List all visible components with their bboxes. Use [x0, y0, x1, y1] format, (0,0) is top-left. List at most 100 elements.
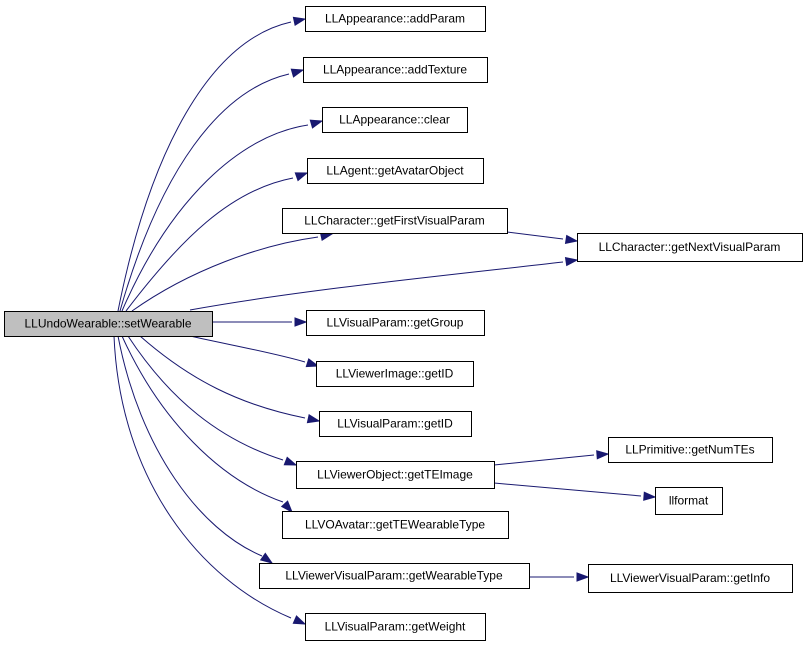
edge-line	[125, 177, 294, 312]
edge-arrowhead	[290, 68, 305, 78]
edge-line	[117, 335, 263, 557]
edge-setwearable-to-gettempimage	[127, 335, 298, 466]
node-getwearabletype[interactable]: LLViewerVisualParam::getWearableType	[259, 563, 530, 589]
node-label: LLVOAvatar::getTEWearableType	[305, 518, 485, 532]
nodes-layer: LLUndoWearable::setWearable LLAppearance:…	[4, 6, 803, 641]
node-getavatarobject[interactable]: LLAgent::getAvatarObject	[307, 158, 484, 184]
node-box	[655, 487, 723, 515]
node-box	[296, 461, 495, 489]
node-gettempimage[interactable]: LLViewerObject::getTEImage	[296, 461, 495, 489]
node-label: LLVisualParam::getWeight	[325, 620, 466, 634]
edge-line	[493, 454, 595, 466]
edge-setwearable-to-getgroup	[212, 317, 308, 327]
node-box	[319, 411, 472, 437]
edge-line	[121, 335, 284, 503]
node-label: LLUndoWearable::setWearable	[25, 317, 192, 331]
node-box	[4, 311, 213, 337]
node-getgroup[interactable]: LLVisualParam::getGroup	[306, 310, 485, 336]
edge-setwearable-to-getnextvisualparam	[189, 256, 579, 311]
edge-line	[119, 73, 290, 312]
node-box	[305, 613, 486, 641]
node-viewerimage-getid[interactable]: LLViewerImage::getID	[316, 361, 474, 387]
node-box	[305, 6, 486, 32]
node-label: LLAppearance::clear	[339, 113, 450, 127]
edge-line	[189, 261, 564, 311]
edge-setwearable-to-viewerimage-getid	[189, 335, 320, 368]
node-box	[577, 233, 803, 262]
node-visualparam-getid[interactable]: LLVisualParam::getID	[319, 411, 472, 437]
edge-gettempimage-to-llformat	[493, 482, 657, 501]
node-box	[259, 563, 530, 589]
edge-setwearable-to-clear	[121, 119, 324, 312]
node-box	[588, 564, 793, 593]
node-box	[316, 361, 474, 387]
edge-setwearable-to-addtexture	[119, 68, 305, 312]
node-addparam[interactable]: LLAppearance::addParam	[305, 6, 486, 32]
edge-getwearabletype-to-getinfo	[529, 572, 590, 582]
edge-line	[493, 482, 642, 497]
edge-line	[113, 335, 292, 619]
node-getweight[interactable]: LLVisualParam::getWeight	[305, 613, 486, 641]
node-box	[282, 208, 508, 234]
edge-arrowhead	[576, 572, 590, 582]
edge-arrowhead	[294, 172, 309, 182]
edge-setwearable-to-getweight	[113, 335, 307, 625]
node-box	[307, 158, 484, 184]
edge-line	[131, 236, 319, 312]
node-label: llformat	[669, 494, 709, 508]
edge-arrowhead	[306, 413, 321, 424]
node-getfirstvisualparam[interactable]: LLCharacter::getFirstVisualParam	[282, 208, 508, 234]
edge-arrowhead	[564, 234, 579, 245]
node-llformat[interactable]: llformat	[655, 487, 723, 515]
node-label: LLVisualParam::getGroup	[327, 316, 464, 330]
edge-arrowhead	[596, 450, 610, 460]
node-clear[interactable]: LLAppearance::clear	[322, 107, 468, 133]
node-label: LLViewerImage::getID	[336, 367, 454, 381]
node-label: LLAgent::getAvatarObject	[326, 164, 464, 178]
node-box	[306, 310, 485, 336]
edge-line	[139, 335, 306, 419]
edge-arrowhead	[309, 119, 324, 129]
node-label: LLAppearance::addParam	[325, 12, 465, 26]
node-gettewearabletype[interactable]: LLVOAvatar::getTEWearableType	[282, 511, 509, 539]
edge-arrowhead	[294, 317, 308, 327]
edge-setwearable-to-visualparam-getid	[139, 335, 321, 424]
node-label: LLViewerVisualParam::getInfo	[610, 571, 770, 585]
node-box	[282, 511, 509, 539]
node-label: LLViewerObject::getTEImage	[317, 468, 473, 482]
node-box	[322, 107, 468, 133]
edge-arrowhead	[305, 358, 320, 368]
edge-setwearable-to-getfirstvisualparam	[131, 231, 334, 312]
node-label: LLCharacter::getFirstVisualParam	[304, 214, 485, 228]
edge-arrowhead	[292, 16, 307, 27]
edge-getfirstvisualparam-to-getnextvisualparam	[506, 231, 579, 245]
edge-line	[121, 124, 309, 312]
edge-line	[127, 335, 284, 461]
edge-arrowhead	[564, 256, 579, 267]
node-label: LLCharacter::getNextVisualParam	[599, 240, 781, 254]
node-addtexture[interactable]: LLAppearance::addTexture	[303, 57, 488, 83]
edge-line	[189, 335, 306, 363]
edge-arrowhead	[283, 456, 298, 466]
node-setwearable[interactable]: LLUndoWearable::setWearable	[4, 311, 213, 337]
node-getnextvisualparam[interactable]: LLCharacter::getNextVisualParam	[577, 233, 803, 262]
edge-line	[506, 231, 564, 240]
edge-arrowhead	[259, 552, 274, 564]
edges-layer	[113, 16, 657, 625]
node-getinfo[interactable]: LLViewerVisualParam::getInfo	[588, 564, 793, 593]
edge-setwearable-to-getavatarobject	[125, 172, 309, 312]
node-label: LLViewerVisualParam::getWearableType	[285, 569, 503, 583]
edge-line	[117, 21, 292, 312]
edge-arrowhead	[292, 615, 307, 625]
node-getnumtes[interactable]: LLPrimitive::getNumTEs	[608, 437, 773, 463]
edge-arrowhead	[643, 491, 657, 501]
node-label: LLAppearance::addTexture	[323, 63, 467, 77]
edge-setwearable-to-getwearabletype	[117, 335, 274, 564]
edge-setwearable-to-gettewearabletype	[121, 335, 293, 514]
node-box	[608, 437, 773, 463]
node-label: LLPrimitive::getNumTEs	[625, 443, 754, 457]
node-label: LLVisualParam::getID	[337, 417, 453, 431]
node-box	[303, 57, 488, 83]
edge-gettempimage-to-getnumtes	[493, 450, 610, 466]
